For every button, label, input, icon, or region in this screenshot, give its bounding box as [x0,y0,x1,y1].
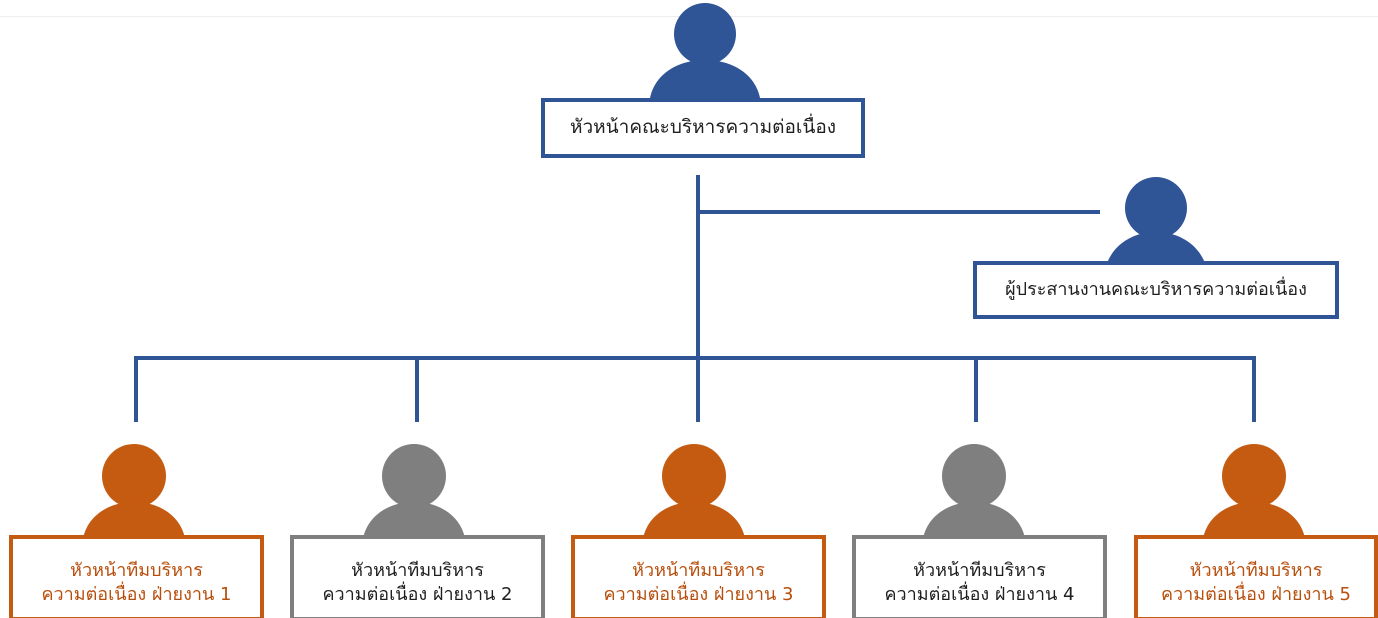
team-3-person-icon [642,444,746,548]
team-1-node: หัวหน้าทีมบริหาร ความต่อเนื่อง ฝ่ายงาน 1 [9,535,264,618]
coordinator-label: ผู้ประสานงานคณะบริหารความต่อเนื่อง [1005,279,1307,301]
team-5-node: หัวหน้าทีมบริหาร ความต่อเนื่อง ฝ่ายงาน 5 [1134,535,1378,618]
team-1-line1: หัวหน้าทีมบริหาร [70,560,203,582]
team-4-line1: หัวหน้าทีมบริหาร [913,560,1046,582]
team-1-person-icon [82,444,186,548]
team-4-node: หัวหน้าทีมบริหาร ความต่อเนื่อง ฝ่ายงาน 4 [852,535,1107,618]
coordinator-node: ผู้ประสานงานคณะบริหารความต่อเนื่อง [973,261,1339,319]
team-4-person-icon [922,444,1026,548]
team-5-line2: ความต่อเนื่อง ฝ่ายงาน 5 [1161,584,1351,605]
team-4-line2: ความต่อเนื่อง ฝ่ายงาน 4 [884,584,1075,605]
team-5-person-icon [1202,444,1306,548]
head-label: หัวหน้าคณะบริหารความต่อเนื่อง [569,116,837,139]
team-3-line2: ความต่อเนื่อง ฝ่ายงาน 3 [603,584,794,605]
head-node: หัวหน้าคณะบริหารความต่อเนื่อง [541,98,865,158]
team-2-person-icon [362,444,466,548]
team-5-line1: หัวหน้าทีมบริหาร [1189,560,1323,582]
team-1-line2: ความต่อเนื่อง ฝ่ายงาน 1 [41,584,232,605]
team-2-line1: หัวหน้าทีมบริหาร [351,560,484,582]
team-2-node: หัวหน้าทีมบริหาร ความต่อเนื่อง ฝ่ายงาน 2 [290,535,545,618]
team-2-line2: ความต่อเนื่อง ฝ่ายงาน 2 [322,584,513,605]
head-person-icon [649,3,761,108]
team-3-node: หัวหน้าทีมบริหาร ความต่อเนื่อง ฝ่ายงาน 3 [571,535,826,618]
team-3-line1: หัวหน้าทีมบริหาร [632,560,765,582]
